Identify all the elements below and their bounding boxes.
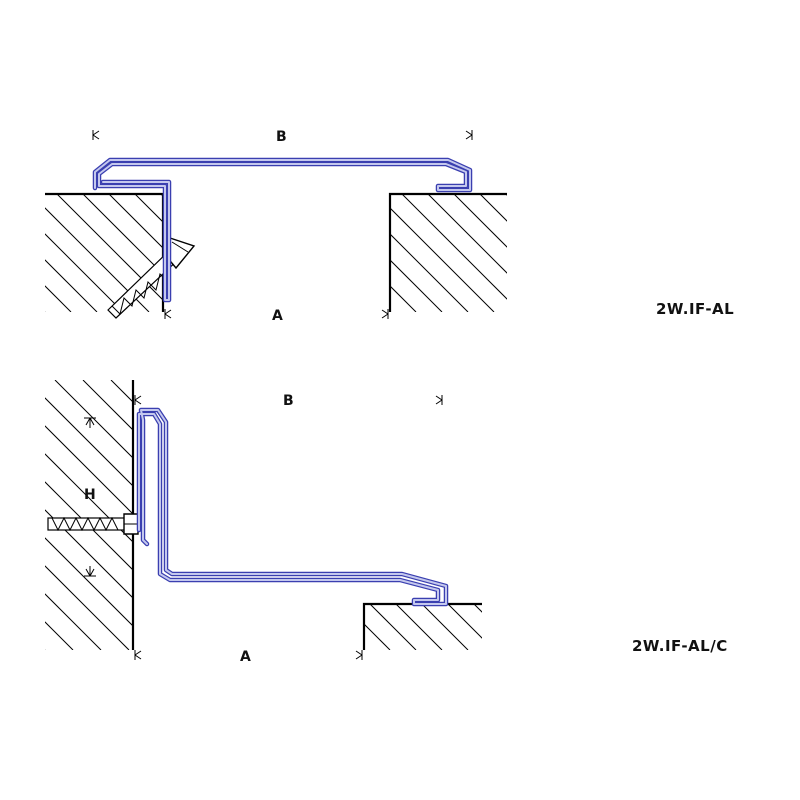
hatch-line	[427, 194, 507, 274]
dimension-b-markers	[134, 395, 443, 405]
hatch-line	[45, 259, 98, 312]
hatch-line	[401, 194, 507, 300]
dimension-b-markers	[92, 130, 473, 140]
hatch-line	[195, 380, 465, 650]
hatch-line	[369, 604, 417, 650]
hatch-line	[251, 380, 521, 650]
product-code: 2W.IF-AL	[656, 300, 734, 318]
hatch-line	[139, 380, 409, 650]
dimension-a-markers	[134, 650, 363, 660]
hatch-line	[391, 380, 661, 650]
anchor-screw	[107, 237, 196, 319]
dimension-label-a: A	[240, 649, 251, 665]
hatch-line	[390, 233, 469, 312]
hatch-line	[187, 194, 305, 312]
hatch-line	[45, 565, 130, 650]
hatch-line	[110, 380, 133, 403]
hatch-line	[45, 509, 133, 599]
hatch-line	[390, 311, 391, 312]
hatch-line	[45, 537, 133, 627]
hatch-line	[239, 194, 357, 312]
hatch-line	[532, 194, 650, 312]
hatch-line	[45, 397, 133, 487]
hatch-line	[479, 194, 507, 222]
hatch-line	[364, 649, 365, 650]
hatch-line	[45, 621, 74, 650]
hatch-line	[363, 380, 633, 650]
hatch-line	[473, 604, 482, 613]
hatch-line	[390, 259, 443, 312]
cover-profile	[92, 157, 473, 303]
hatch-line	[167, 380, 437, 650]
right-substrate-hatch	[390, 194, 728, 312]
hatch-line	[213, 194, 331, 312]
floor-substrate-edge	[362, 602, 482, 650]
dimension-label-h: H	[84, 487, 96, 503]
dimension-label-b: B	[276, 129, 287, 145]
hatch-line	[279, 380, 549, 650]
dimension-label-a: A	[272, 308, 283, 324]
dimension-label-b: B	[283, 393, 294, 409]
hatch-line	[500, 604, 546, 650]
left-substrate-hatch	[45, 194, 383, 312]
hatch-line	[395, 604, 443, 650]
dimension-h-markers	[84, 417, 96, 577]
hatch-line	[108, 194, 163, 249]
hatch-line	[584, 194, 702, 312]
hatch-line	[390, 207, 495, 312]
hatch-line	[453, 194, 507, 248]
hatch-line	[265, 194, 383, 312]
hatch-line	[447, 604, 482, 639]
profile-core	[94, 159, 471, 301]
hatch-line	[45, 311, 46, 312]
hatch-line	[45, 593, 102, 650]
hatch-line	[390, 285, 417, 312]
hatch-line	[54, 380, 133, 459]
detail-2w-if-al-c: B H A 2W.IF-AL/C	[45, 380, 728, 665]
hatch-line	[82, 194, 163, 275]
right-substrate-edge	[388, 192, 507, 312]
wall-substrate-hatch	[45, 380, 661, 650]
hatch-line	[558, 194, 676, 312]
floor-substrate-hatch	[364, 604, 572, 650]
hatch-line	[505, 194, 507, 196]
detail-2w-if-al: B A 2W.IF-AL	[45, 129, 734, 324]
hatch-line	[45, 481, 133, 571]
hatch-line	[45, 285, 72, 312]
dimension-a-markers	[164, 309, 389, 319]
hatch-line	[45, 649, 46, 650]
hatch-line	[134, 194, 163, 223]
cover-profile	[136, 407, 449, 607]
anchor-screw	[47, 513, 144, 535]
hatch-line	[421, 604, 469, 650]
hatch-line	[45, 453, 133, 543]
hatch-line	[56, 194, 163, 301]
product-code: 2W.IF-AL/C	[632, 637, 728, 655]
hatch-line	[610, 194, 728, 312]
hatch-line	[82, 380, 133, 431]
profile-core	[138, 409, 447, 605]
hatch-line	[307, 380, 577, 650]
hatch-line	[223, 380, 493, 650]
hatch-line	[364, 623, 391, 650]
hatch-line	[45, 233, 124, 312]
hatch-line	[526, 604, 572, 650]
